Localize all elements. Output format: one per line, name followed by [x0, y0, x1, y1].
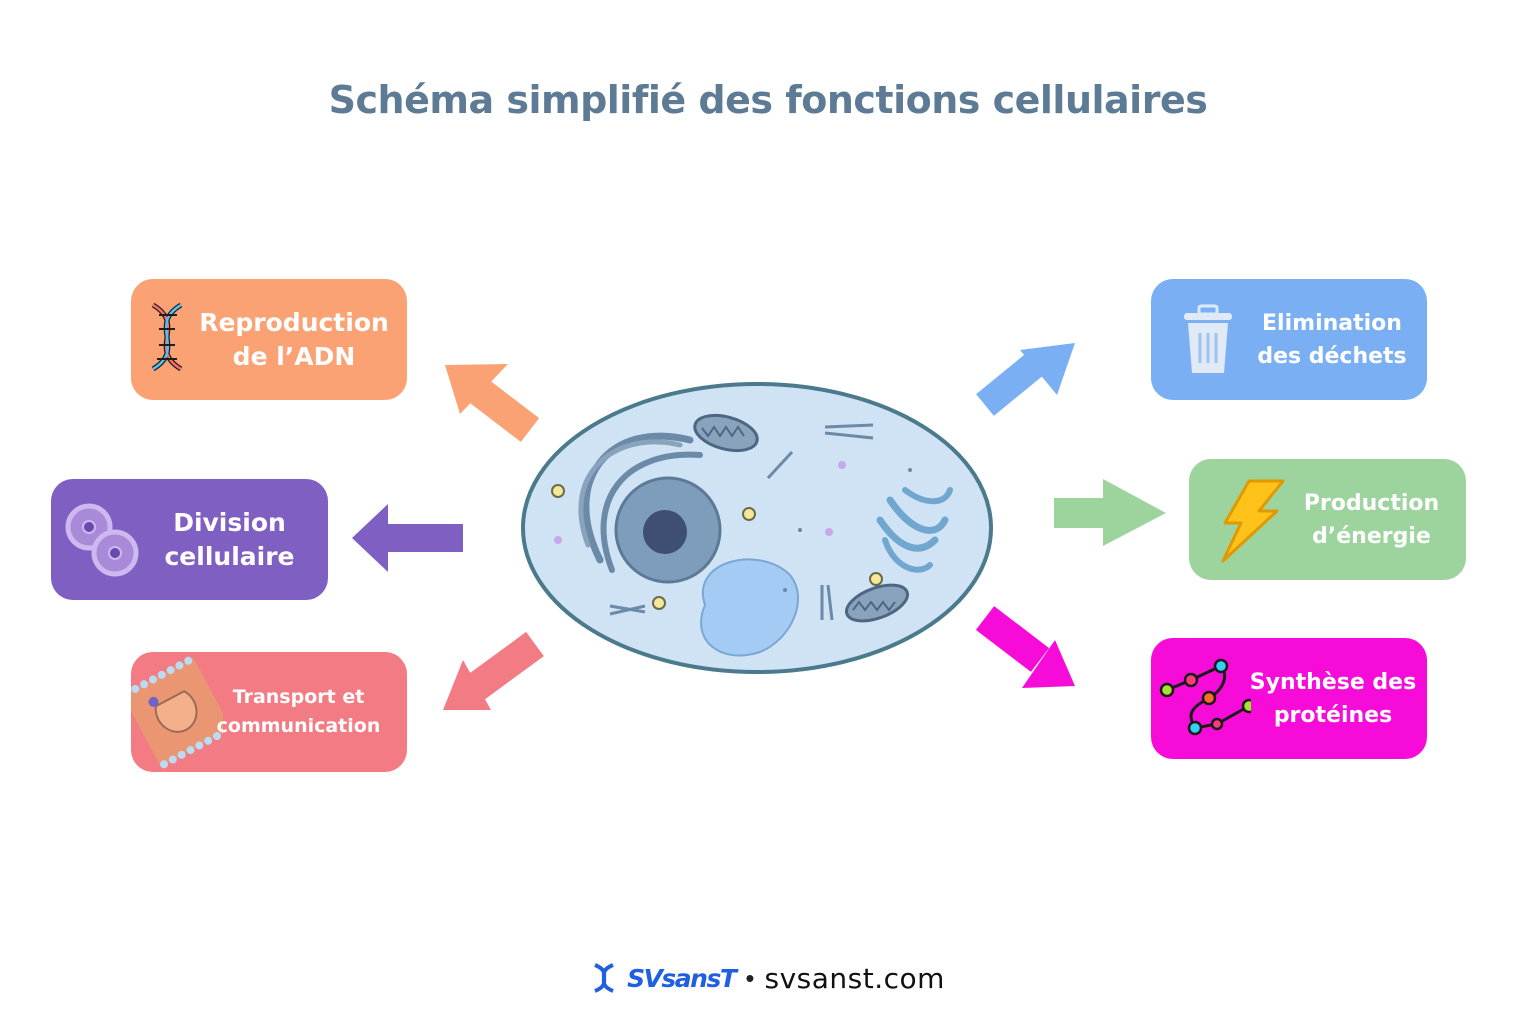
- function-box-transport: Transport et communication: [131, 652, 407, 772]
- page-title: Schéma simplifié des fonctions cellulair…: [328, 78, 1208, 122]
- brand-name: SVsansT: [627, 963, 737, 993]
- function-label: Transport et communication: [216, 685, 381, 737]
- dna-icon: [151, 302, 183, 372]
- arrow-to-production: [1054, 479, 1166, 546]
- arrow-to-elimination: [976, 343, 1075, 416]
- function-label: Reproduction de l’ADN: [199, 307, 389, 371]
- website-url[interactable]: svsanst.com: [764, 961, 945, 995]
- arrow-to-division: [352, 504, 463, 572]
- function-label: Synthèse des protéines: [1249, 669, 1417, 728]
- trash-bin-icon: [1184, 304, 1232, 373]
- arrow-to-adn: [445, 364, 540, 442]
- function-box-synthese: Synthèse des protéines: [1151, 638, 1427, 759]
- function-box-division: Division cellulaire: [51, 479, 328, 600]
- function-label: Production d’énergie: [1303, 490, 1440, 549]
- footer: SVsansT • svsanst.com: [0, 958, 1536, 998]
- function-box-production: Production d’énergie: [1189, 459, 1466, 580]
- footer-separator: •: [745, 962, 755, 993]
- protein-chain-icon: [1159, 658, 1251, 736]
- function-box-adn: Reproduction de l’ADN: [131, 279, 407, 400]
- lightning-icon: [1221, 479, 1285, 563]
- arrow-to-synthese: [975, 606, 1075, 688]
- animal-cell-icon: [521, 382, 993, 674]
- arrow-to-transport: [443, 631, 544, 710]
- function-box-elimination: Elimination des déchets: [1151, 279, 1427, 400]
- function-label: Division cellulaire: [164, 507, 295, 571]
- dividing-cells-icon: [65, 503, 139, 577]
- function-label: Elimination des déchets: [1257, 310, 1407, 369]
- membrane-transporter-icon: [131, 656, 223, 769]
- dna-logo-icon: [594, 963, 614, 993]
